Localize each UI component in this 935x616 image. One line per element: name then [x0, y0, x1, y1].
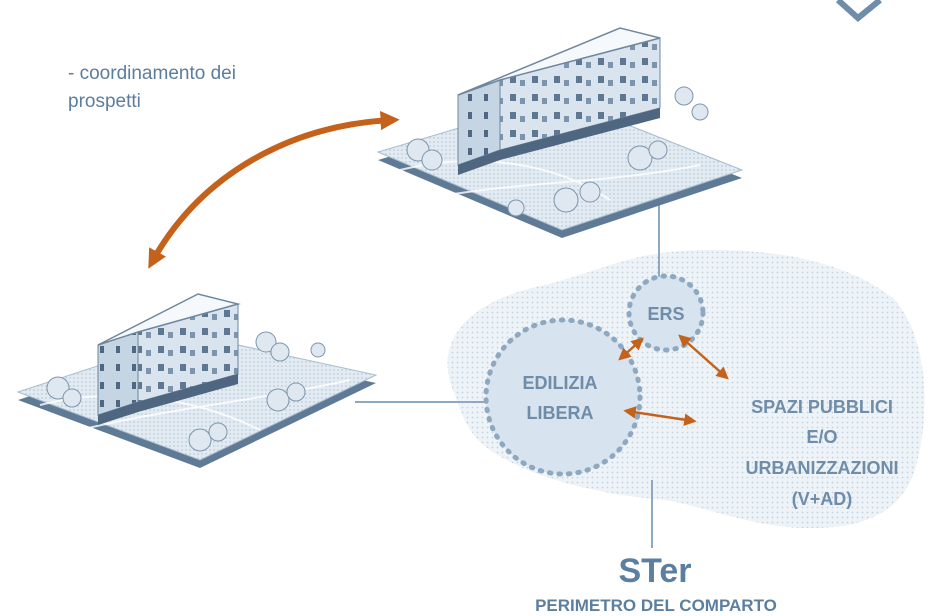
left-lot-illustration — [16, 293, 378, 468]
coordination-arrow — [148, 110, 400, 269]
arrow-ers-edilizia — [618, 337, 644, 361]
arrow-ers-spazi — [678, 334, 729, 380]
ster-title: STer — [618, 552, 691, 590]
edilizia-label-line1: EDILIZIA — [523, 373, 598, 393]
ster-subtitle: PERIMETRO DEL COMPARTO — [535, 596, 777, 615]
spazi-label-line2: E/O — [806, 427, 837, 447]
coordination-note: - coordinamento dei prospetti — [68, 60, 328, 116]
ers-label: ERS — [647, 304, 684, 324]
arrow-edilizia-spazi — [623, 406, 697, 426]
edilizia-libera-circle — [483, 317, 643, 477]
ers-circle — [626, 273, 706, 353]
edilizia-label-line2: LIBERA — [527, 403, 594, 423]
corner-chevron-icon — [835, 0, 882, 22]
top-lot-illustration — [376, 27, 744, 238]
spazi-label-line1: SPAZI PUBBLICI — [751, 397, 893, 417]
spazi-label-line4: (V+AD) — [792, 489, 853, 509]
spazi-label-line3: URBANIZZAZIONI — [746, 458, 899, 478]
note-line-1: - coordinamento dei — [68, 63, 236, 84]
note-line-2: prospetti — [68, 91, 141, 112]
